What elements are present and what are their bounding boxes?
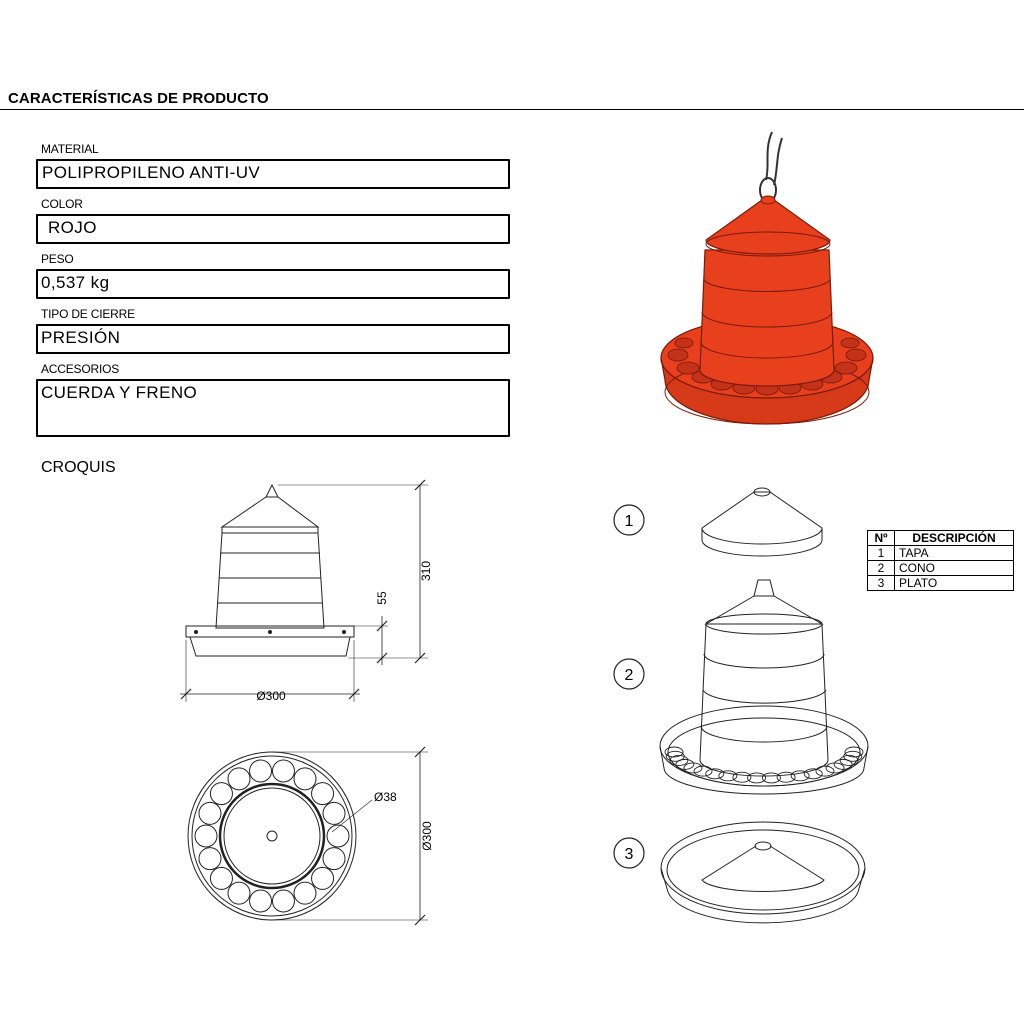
sketch-title: CROQUIS [41, 459, 116, 476]
color-label: COLOR [41, 197, 83, 211]
weight-label: PESO [41, 252, 74, 266]
plate-height-dimension: 55 [375, 591, 389, 605]
feeding-hole [227, 881, 251, 905]
feeding-hole [209, 782, 233, 806]
part-description: PLATO [894, 575, 1014, 591]
plate-hole [825, 762, 845, 774]
top-view-sketch [187, 746, 428, 926]
exploded-parts [659, 487, 869, 924]
plate-hole [718, 770, 738, 782]
top-view-holes [194, 759, 350, 913]
material-value: POLIPROPILENO ANTI-UV [36, 159, 510, 189]
feeding-hole [311, 866, 335, 890]
feeding-hole [194, 824, 218, 848]
feeding-hole [293, 767, 317, 791]
plate-hole [675, 758, 695, 770]
feeding-hole [326, 824, 350, 848]
callout-1: 1 [613, 504, 645, 536]
callout-3: 3 [613, 837, 645, 869]
svg-text:3: 3 [625, 846, 634, 863]
red-feeder-render [660, 131, 874, 425]
plate-hole [732, 771, 752, 783]
plate-hole [705, 768, 725, 780]
feeding-hole [249, 889, 273, 913]
table-row: 1 TAPA [867, 545, 1014, 561]
closure-value: PRESIÓN [36, 324, 510, 354]
side-view-sketch [180, 479, 428, 702]
plate-hole [844, 746, 864, 758]
svg-text:2: 2 [625, 667, 634, 684]
table-row: 3 PLATO [867, 575, 1014, 591]
plate-hole [669, 754, 689, 766]
plate-hole [790, 770, 810, 782]
parts-header-num: Nº [867, 530, 895, 546]
exploded-plate-holes [664, 746, 864, 784]
hole-diameter-dimension: Ø38 [374, 790, 397, 804]
closure-label: TIPO DE CIERRE [41, 307, 135, 321]
plate-hole [833, 758, 853, 770]
material-label: MATERIAL [41, 142, 99, 156]
page-title: CARACTERÍSTICAS DE PRODUCTO [8, 90, 269, 107]
plate-hole [776, 771, 796, 783]
plate-hole [803, 768, 823, 780]
feeding-hole [209, 866, 233, 890]
plate-diameter-dimension: Ø300 [256, 689, 286, 703]
part-number: 1 [867, 545, 895, 561]
feeding-hole [322, 847, 346, 871]
parts-table-header: Nº DESCRIPCIÓN [867, 530, 1014, 546]
accessories-label: ACCESORIOS [41, 362, 120, 376]
height-dimension: 310 [419, 561, 433, 581]
feeding-hole [271, 889, 295, 913]
feeding-hole [249, 759, 273, 783]
plate-hole [815, 765, 835, 777]
feeding-hole [322, 801, 346, 825]
plate-hole [747, 772, 767, 784]
top-diameter-dimension: Ø300 [420, 821, 434, 851]
feeding-hole [198, 847, 222, 871]
plate-hole [664, 746, 684, 758]
feeding-hole [293, 881, 317, 905]
part-number: 3 [867, 575, 895, 591]
color-value: ROJO [36, 214, 510, 244]
weight-value: 0,537 kg [36, 269, 510, 299]
svg-text:1: 1 [625, 513, 634, 530]
feeding-hole [311, 782, 335, 806]
table-row: 2 CONO [867, 560, 1014, 576]
title-rule [0, 109, 1024, 110]
plate-hole [843, 750, 863, 762]
plate-hole [683, 762, 703, 774]
accessories-value: CUERDA Y FRENO [36, 379, 510, 437]
part-number: 2 [867, 560, 895, 576]
feeding-hole [271, 759, 295, 783]
part-description: CONO [894, 560, 1014, 576]
feeding-hole [227, 767, 251, 791]
plate-hole [693, 765, 713, 777]
parts-header-desc: DESCRIPCIÓN [894, 530, 1014, 546]
part-description: TAPA [894, 545, 1014, 561]
callout-2: 2 [613, 658, 645, 690]
plate-hole [761, 772, 781, 784]
feeding-hole [198, 801, 222, 825]
parts-table: Nº DESCRIPCIÓN 1 TAPA 2 CONO 3 PLATO [867, 530, 1014, 591]
